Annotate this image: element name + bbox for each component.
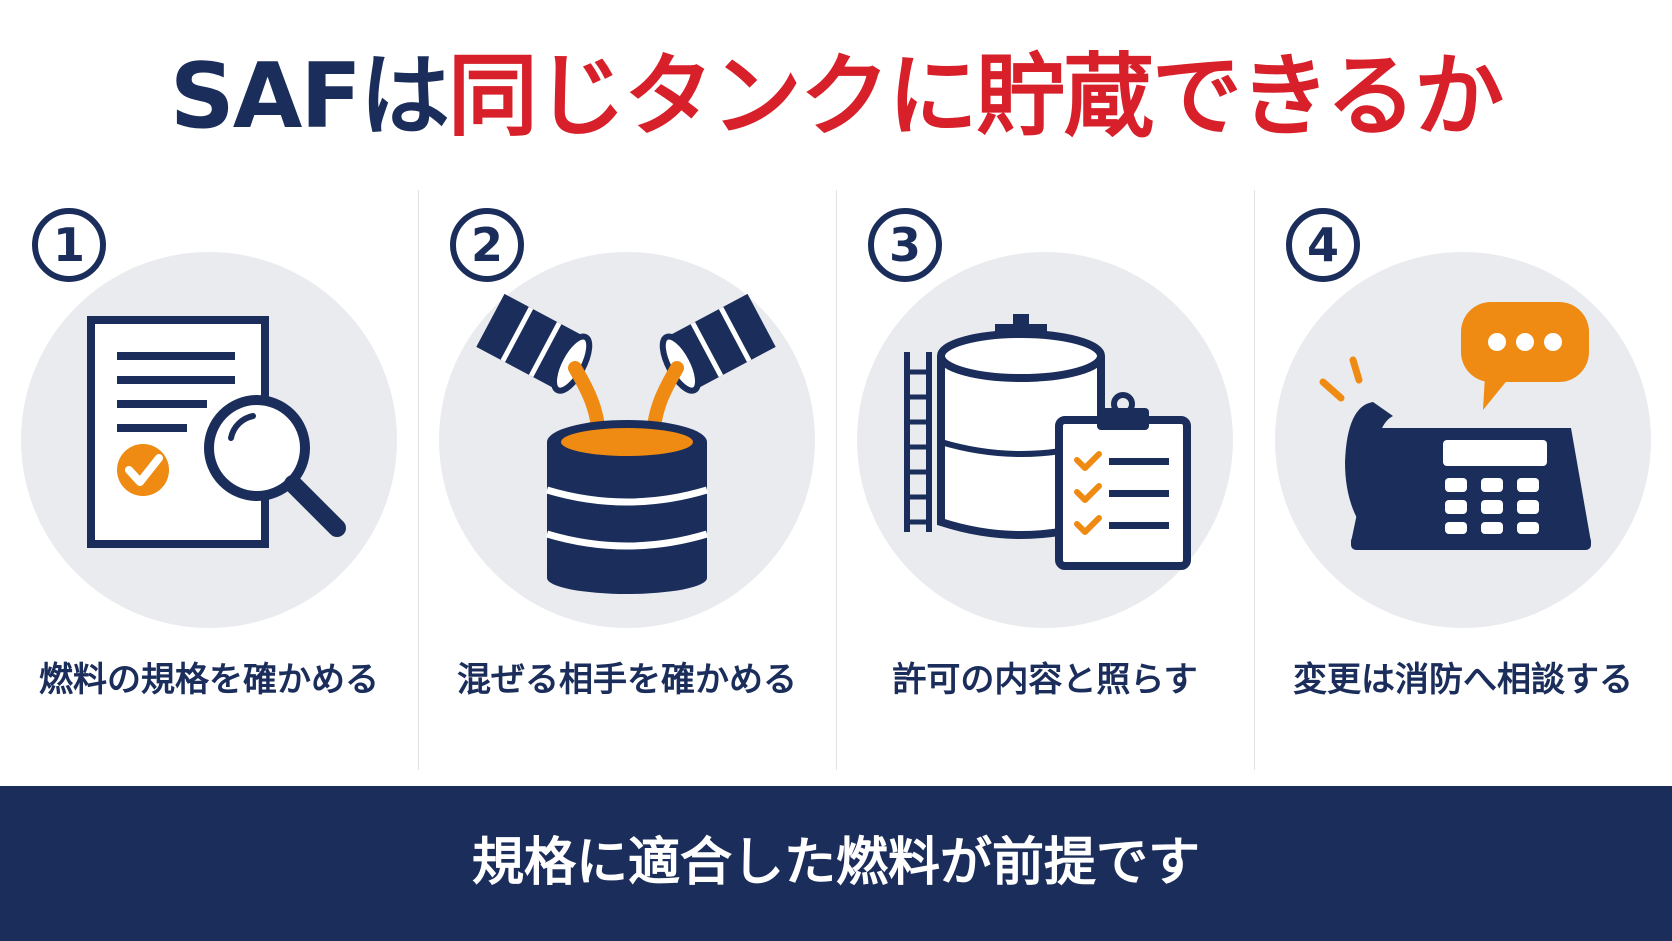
title-emphasis: 同じタンクに貯蔵できるか xyxy=(447,44,1504,149)
step-4-number: 4 xyxy=(1286,208,1360,282)
step-2-illustration xyxy=(439,252,815,628)
document-magnifier-icon xyxy=(87,316,346,548)
title-lead: SAFは xyxy=(169,44,450,149)
step-divider xyxy=(836,190,837,770)
phone-consult-icon xyxy=(1319,302,1591,550)
step-4: 4 変更は消防へ相談する xyxy=(1254,190,1672,770)
step-3-label: 許可の内容と照らす xyxy=(892,660,1198,700)
step-2-label: 混ぜる相手を確かめる xyxy=(457,660,797,700)
step-1: 1 燃料の規格を確かめる xyxy=(0,190,418,770)
step-4-illustration xyxy=(1275,252,1651,628)
step-1-label: 燃料の規格を確かめる xyxy=(39,660,379,700)
step-2: 2 混ぜる相手を確かめる xyxy=(418,190,836,770)
step-2-number: 2 xyxy=(450,208,524,282)
step-4-label: 変更は消防へ相談する xyxy=(1293,660,1633,700)
step-divider xyxy=(418,190,419,770)
footer-banner: 規格に適合した燃料が前提です xyxy=(0,786,1672,941)
step-1-illustration xyxy=(21,252,397,628)
fuel-mixing-icon xyxy=(476,293,776,594)
step-3-number: 3 xyxy=(868,208,942,282)
steps-row: 1 燃料の規格を確かめる xyxy=(0,190,1672,770)
step-divider xyxy=(1254,190,1255,770)
storage-tank-checklist-icon xyxy=(904,314,1191,570)
page-title: SAFは同じタンクに貯蔵できるか xyxy=(0,42,1672,152)
step-1-number: 1 xyxy=(32,208,106,282)
step-3: 3 許可の内容と照らす xyxy=(836,190,1254,770)
footer-text: 規格に適合した燃料が前提です xyxy=(471,833,1200,893)
step-3-illustration xyxy=(857,252,1233,628)
